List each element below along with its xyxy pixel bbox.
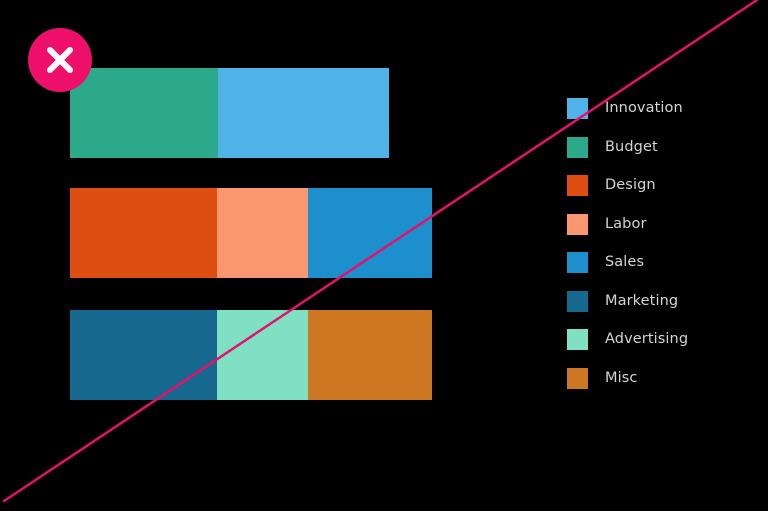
legend-item[interactable]: Sales bbox=[567, 252, 757, 291]
legend-label: Budget bbox=[605, 138, 658, 155]
legend-label: Design bbox=[605, 177, 656, 193]
bar-segment[interactable] bbox=[217, 188, 308, 278]
legend-swatch bbox=[567, 136, 588, 158]
legend-label: Labor bbox=[605, 215, 647, 232]
legend-item[interactable]: Labor bbox=[567, 213, 757, 253]
bar-segment[interactable] bbox=[308, 310, 432, 400]
legend-label: Marketing bbox=[605, 292, 679, 309]
legend-swatch bbox=[567, 290, 588, 312]
legend-label: Misc bbox=[605, 369, 638, 386]
error-badge[interactable] bbox=[28, 28, 92, 92]
legend-item[interactable]: Budget bbox=[567, 136, 757, 176]
legend-swatch bbox=[567, 329, 588, 350]
legend-item[interactable]: Design bbox=[567, 175, 757, 214]
bar-segment[interactable] bbox=[70, 188, 217, 278]
legend-swatch bbox=[567, 367, 588, 389]
legend-swatch bbox=[567, 252, 588, 273]
legend-item[interactable]: Marketing bbox=[567, 290, 757, 330]
legend-item[interactable]: Innovation bbox=[567, 98, 757, 137]
legend-item[interactable]: Misc bbox=[567, 367, 757, 407]
legend-label: Advertising bbox=[605, 331, 689, 347]
bar-segment[interactable] bbox=[217, 310, 308, 400]
legend-label: Innovation bbox=[605, 100, 683, 116]
legend-item[interactable]: Advertising bbox=[567, 329, 757, 368]
bar-segment[interactable] bbox=[218, 68, 389, 158]
bar-segment[interactable] bbox=[70, 310, 217, 400]
bar-segment[interactable] bbox=[308, 188, 432, 278]
bar-segment[interactable] bbox=[70, 68, 218, 158]
legend-swatch bbox=[567, 213, 588, 235]
legend-label: Sales bbox=[605, 254, 645, 270]
legend-swatch bbox=[567, 98, 588, 119]
legend-swatch bbox=[567, 175, 588, 196]
close-x-icon bbox=[28, 28, 92, 92]
badge-x-glyph bbox=[47, 47, 73, 73]
